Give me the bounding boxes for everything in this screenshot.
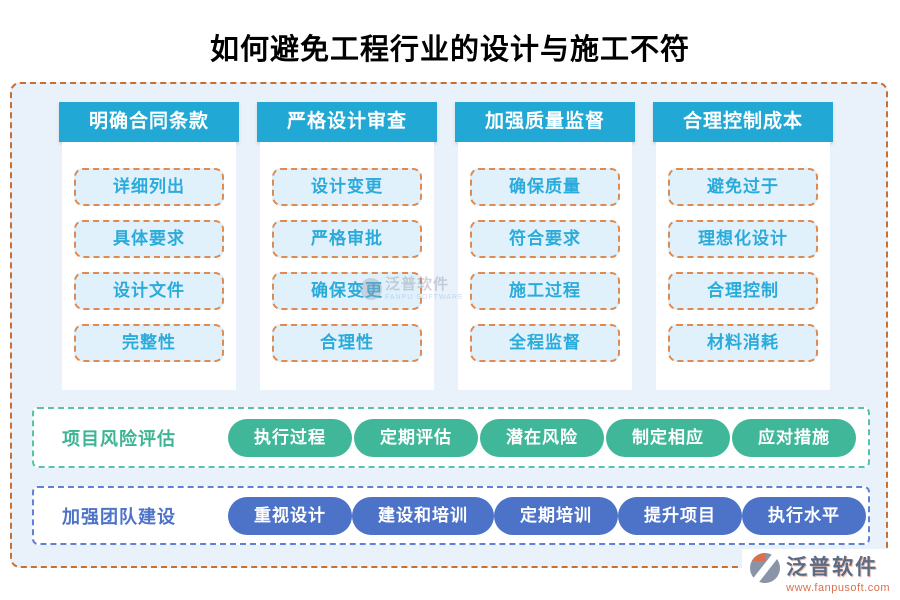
column-panel: 设计变更 严格审批 确保变更 合理性: [260, 142, 434, 390]
column-panel: 确保质量 符合要求 施工过程 全程监督: [458, 142, 632, 390]
row-item: 执行过程: [228, 418, 352, 457]
column-header: 合理控制成本: [653, 102, 833, 142]
row-pills: 重视设计 建设和培训 定期培训 提升项目 执行水平: [228, 496, 866, 535]
column-panel: 避免过于 理想化设计 合理控制 材料消耗: [656, 142, 830, 390]
row-item: 应对措施: [732, 418, 856, 457]
column-item: 确保变更: [272, 272, 422, 310]
fanpu-logo: 泛普软件 www.fanpusoft.com: [742, 549, 894, 596]
row-item: 制定相应: [606, 418, 730, 457]
row-item: 建设和培训: [352, 496, 494, 535]
row-item: 重视设计: [228, 496, 352, 535]
row-label: 加强团队建设: [62, 506, 176, 527]
column-item: 严格审批: [272, 220, 422, 258]
column-item: 完整性: [74, 324, 224, 362]
column-item: 材料消耗: [668, 324, 818, 362]
column-panel: 详细列出 具体要求 设计文件 完整性: [62, 142, 236, 390]
column-design-review: 严格设计审查 设计变更 严格审批 确保变更 合理性: [257, 102, 437, 390]
column-cost-control: 合理控制成本 避免过于 理想化设计 合理控制 材料消耗: [653, 102, 833, 390]
column-item: 全程监督: [470, 324, 620, 362]
column-item: 施工过程: [470, 272, 620, 310]
row-item: 执行水平: [742, 496, 866, 535]
page-title: 如何避免工程行业的设计与施工不符: [209, 34, 690, 66]
column-item: 设计变更: [272, 168, 422, 206]
column-quality-supervision: 加强质量监督 确保质量 符合要求 施工过程 全程监督: [455, 102, 635, 390]
team-building-row: 加强团队建设 重视设计 建设和培训 定期培训 提升项目 执行水平: [32, 486, 870, 545]
column-item: 合理性: [272, 324, 422, 362]
row-item: 定期培训: [494, 496, 618, 535]
row-pills: 执行过程 定期评估 潜在风险 制定相应 应对措施: [228, 418, 856, 457]
column-item: 详细列出: [74, 168, 224, 206]
column-item: 合理控制: [668, 272, 818, 310]
column-contract-terms: 明确合同条款 详细列出 具体要求 设计文件 完整性: [59, 102, 239, 390]
column-item: 确保质量: [470, 168, 620, 206]
row-item: 提升项目: [618, 496, 742, 535]
row-item: 潜在风险: [480, 418, 604, 457]
column-header: 明确合同条款: [59, 102, 239, 142]
fanpu-logo-icon: [748, 551, 782, 585]
column-item: 具体要求: [74, 220, 224, 258]
logo-url: www.fanpusoft.com: [786, 582, 890, 594]
column-item: 避免过于: [668, 168, 818, 206]
columns-area: 明确合同条款 详细列出 具体要求 设计文件 完整性 严格设计审查 设计变更 严格…: [59, 102, 833, 390]
risk-assessment-row: 项目风险评估 执行过程 定期评估 潜在风险 制定相应 应对措施: [32, 407, 870, 468]
row-item: 定期评估: [354, 418, 478, 457]
column-item: 设计文件: [74, 272, 224, 310]
logo-text: 泛普软件: [786, 556, 879, 579]
row-label: 项目风险评估: [62, 428, 176, 449]
column-header: 严格设计审查: [257, 102, 437, 142]
column-item: 符合要求: [470, 220, 620, 258]
column-item: 理想化设计: [668, 220, 818, 258]
content-frame: 明确合同条款 详细列出 具体要求 设计文件 完整性 严格设计审查 设计变更 严格…: [10, 82, 888, 568]
column-header: 加强质量监督: [455, 102, 635, 142]
